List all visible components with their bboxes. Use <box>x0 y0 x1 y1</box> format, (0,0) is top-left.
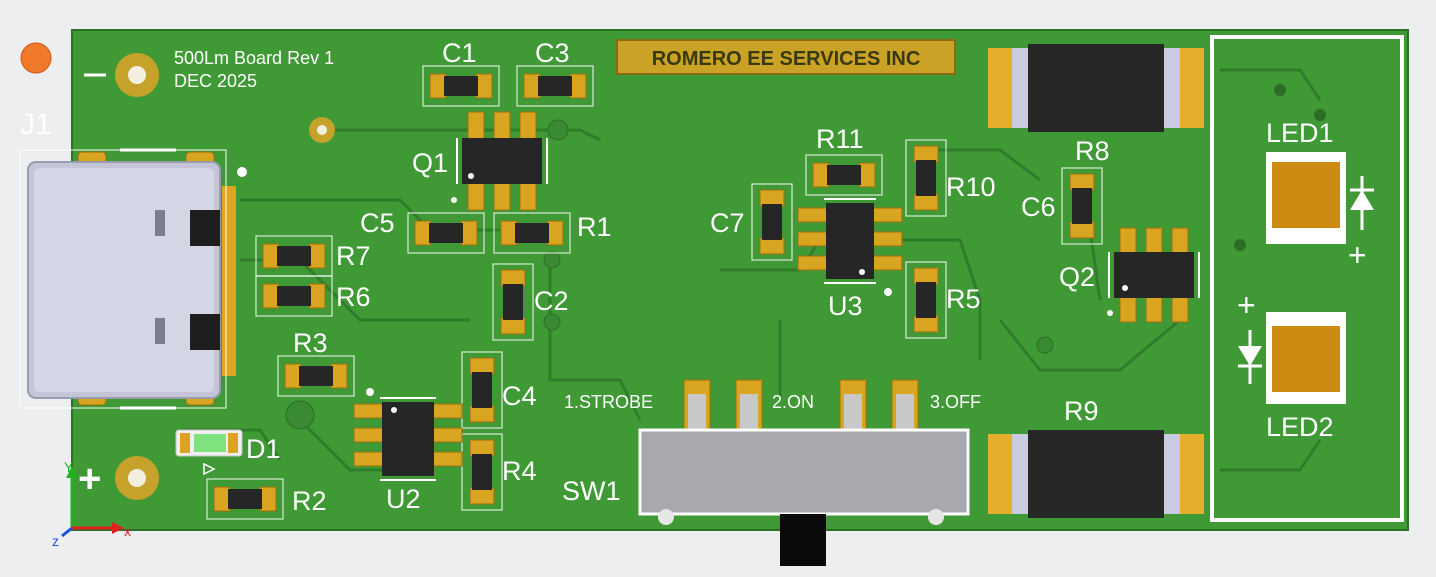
component-r5 <box>905 261 947 339</box>
refdes-j1: J1 <box>20 108 52 141</box>
component-led1 <box>1266 152 1374 244</box>
refdes-led2: LED2 <box>1266 412 1334 442</box>
component-c1 <box>422 65 500 107</box>
component-r1 <box>493 212 571 254</box>
switch-label-on: 2.ON <box>772 392 814 412</box>
refdes-r6: R6 <box>336 282 371 312</box>
component-r11 <box>805 154 883 196</box>
orange-marker <box>20 42 52 74</box>
axis-x-label: x <box>124 523 131 539</box>
refdes-r9: R9 <box>1064 396 1099 426</box>
component-r7 <box>255 235 333 277</box>
refdes-u3: U3 <box>828 291 863 321</box>
brand-plate <box>616 39 956 75</box>
refdes-r11: R11 <box>816 124 864 154</box>
refdes-r3: R3 <box>293 328 328 358</box>
component-r9 <box>988 430 1204 518</box>
refdes-c4: C4 <box>502 381 537 411</box>
component-d1 <box>175 429 243 476</box>
refdes-q2: Q2 <box>1059 262 1095 292</box>
component-r10 <box>905 139 947 217</box>
refdes-c6: C6 <box>1021 192 1056 222</box>
company-name: ROMERO EE SERVICES INC <box>652 48 921 70</box>
refdes-c1: C1 <box>442 38 477 68</box>
component-led2 <box>1238 312 1346 404</box>
usb-c-connector <box>19 148 247 410</box>
led1-plus: + <box>1348 237 1367 273</box>
refdes-led1: LED1 <box>1266 118 1334 148</box>
component-c5 <box>407 212 485 254</box>
switch-label-strobe: 1.STROBE <box>564 392 653 412</box>
refdes-r10: R10 <box>946 172 996 202</box>
component-c3 <box>516 65 594 107</box>
component-r6 <box>255 275 333 317</box>
component-r4 <box>461 433 503 511</box>
refdes-c5: C5 <box>360 208 395 238</box>
refdes-c3: C3 <box>535 38 570 68</box>
refdes-c7: C7 <box>710 208 745 238</box>
mounting-holes <box>115 53 1326 500</box>
slide-switch-sw1[interactable] <box>638 379 970 566</box>
plus-marker: + <box>78 457 101 501</box>
axis-triad <box>61 466 124 538</box>
refdes-c2: C2 <box>534 286 569 316</box>
component-c7 <box>751 183 793 261</box>
refdes-u2: U2 <box>386 484 421 514</box>
led2-plus: + <box>1237 287 1256 323</box>
board-title-line1: 500Lm Board Rev 1 <box>174 48 334 68</box>
component-q2 <box>1107 227 1200 323</box>
component-c2 <box>492 263 534 341</box>
component-c6 <box>1061 167 1103 245</box>
refdes-r5: R5 <box>946 284 981 314</box>
switch-slider-knob[interactable] <box>780 514 826 566</box>
axis-z-label: z <box>52 533 59 549</box>
refdes-sw1: SW1 <box>562 476 621 506</box>
component-r2 <box>206 478 284 520</box>
board-title-line2: DEC 2025 <box>174 71 257 91</box>
refdes-r2: R2 <box>292 486 327 516</box>
refdes-r7: R7 <box>336 241 371 271</box>
switch-label-off: 3.OFF <box>930 392 981 412</box>
refdes-r8: R8 <box>1075 136 1110 166</box>
refdes-q1: Q1 <box>412 148 448 178</box>
led-area-outline <box>1210 35 1404 522</box>
axis-y-label: Y <box>64 459 74 475</box>
component-u2 <box>353 388 463 481</box>
component-c4 <box>461 351 503 429</box>
refdes-d1: D1 <box>246 434 281 464</box>
component-u3 <box>797 198 903 296</box>
component-q1 <box>451 111 548 211</box>
refdes-r4: R4 <box>502 456 537 486</box>
component-r9-top <box>988 44 1204 132</box>
component-r3 <box>277 355 355 397</box>
refdes-r1: R1 <box>577 212 612 242</box>
